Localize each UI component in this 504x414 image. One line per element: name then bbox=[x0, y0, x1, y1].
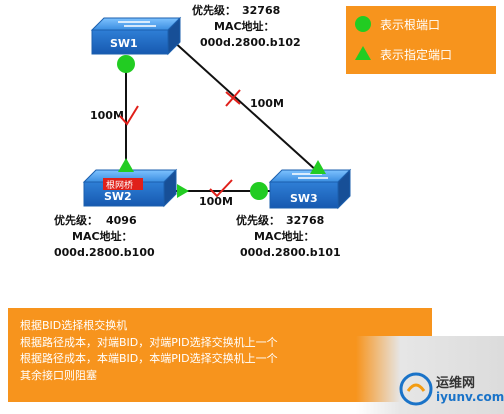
svg-text:根网桥: 根网桥 bbox=[106, 179, 133, 191]
switch-sw1: SW1 bbox=[90, 16, 182, 56]
svg-text:SW2: SW2 bbox=[104, 190, 132, 203]
info-line-2: 根据路径成本，对端BID，对端PID选择交换机上一个 bbox=[20, 335, 278, 349]
legend-box: 表示根端口 表示指定端口 bbox=[346, 6, 496, 74]
sw3-priority: 优先级：32768 bbox=[236, 213, 324, 227]
link-label-sw1-sw3: 100M bbox=[250, 97, 284, 110]
sw1-mac-label: MAC地址： bbox=[214, 19, 275, 33]
info-line-3: 根据路径成本，本端BID，本端PID选择交换机上一个 bbox=[20, 352, 278, 365]
root-port-circle-sw3 bbox=[250, 182, 268, 200]
link-label-sw2-sw3: 100M bbox=[199, 195, 233, 208]
designated-port-triangle-sw1-link bbox=[310, 160, 326, 174]
watermark-title: 运维网 bbox=[436, 376, 476, 391]
switch-sw2: SW2 bbox=[82, 168, 178, 208]
sw2-priority: 优先级：4096 bbox=[54, 213, 137, 227]
sw3-mac-label: MAC地址： bbox=[254, 229, 315, 243]
link-label-sw1-sw2: 100M bbox=[90, 109, 124, 122]
legend-root-port-label: 表示根端口 bbox=[380, 18, 440, 32]
root-bridge-badge: 根网桥 bbox=[103, 178, 143, 191]
legend-designated-port-label: 表示指定端口 bbox=[380, 47, 452, 62]
watermark-url: iyunv.com bbox=[436, 390, 504, 404]
check-mark-icon bbox=[119, 105, 139, 126]
info-line-4: 其余接口则阻塞 bbox=[20, 368, 97, 382]
sw2-mac-label: MAC地址： bbox=[72, 229, 133, 243]
root-port-circle-sw1 bbox=[117, 55, 135, 73]
legend-triangle-icon bbox=[355, 46, 371, 60]
link-sw1-sw3 bbox=[171, 39, 319, 173]
sw1-mac: 000d.2800.b102 bbox=[200, 36, 301, 49]
designated-port-triangle-sw2-right bbox=[177, 184, 189, 198]
blocked-x-icon bbox=[225, 89, 241, 107]
legend-circle-icon bbox=[355, 16, 371, 32]
svg-text:SW1: SW1 bbox=[110, 37, 138, 50]
sw1-priority: 优先级：32768 bbox=[192, 3, 280, 17]
svg-text:SW3: SW3 bbox=[290, 192, 318, 205]
sw3-mac: 000d.2800.b101 bbox=[240, 246, 341, 259]
check-mark-icon bbox=[209, 179, 233, 198]
watermark: 运维网 iyunv.com bbox=[396, 368, 504, 410]
sw2-mac: 000d.2800.b100 bbox=[54, 246, 155, 259]
info-line-1: 根据BID选择根交换机 bbox=[20, 319, 128, 332]
blurred-overlay bbox=[356, 336, 504, 414]
designated-port-triangle-sw2-top bbox=[118, 158, 134, 172]
watermark-logo-icon bbox=[399, 372, 433, 406]
switch-sw3: SW3 bbox=[268, 168, 352, 210]
